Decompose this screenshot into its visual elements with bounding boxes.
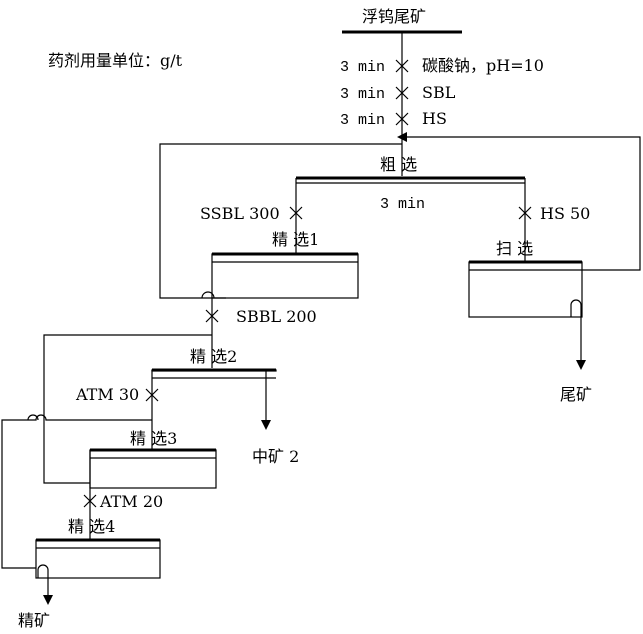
reagent-cross-3 — [395, 112, 409, 126]
scavenger-reagent-cross — [518, 206, 532, 220]
concentrate-label: 精矿 — [18, 611, 50, 630]
rougher-time: 3 min — [380, 196, 425, 213]
reagent-cross-1 — [395, 59, 409, 73]
cleaner1-reagent-cross — [289, 206, 303, 220]
feed-time-2: 3 min — [340, 86, 385, 103]
crossover-hump-2 — [27, 414, 39, 421]
scavenger-label: 扫 选 — [496, 239, 533, 258]
cleaner3-reagent-cross — [145, 388, 159, 402]
cleaner2-reagent: SBBL 200 — [236, 307, 317, 326]
cleaner4-recycle-line — [1, 414, 152, 569]
cleaner2-reagent-cross — [205, 309, 219, 323]
feed-time-1: 3 min — [340, 59, 385, 76]
flowsheet-title: 浮钨尾矿 — [362, 7, 426, 26]
concentrate-line — [37, 564, 53, 605]
cleaner2-label: 精 选2 — [190, 347, 237, 366]
dosage-unit-note: 药剂用量单位：g/t — [48, 51, 183, 70]
cleaner1-reagent: SSBL 300 — [200, 204, 280, 223]
cleaner4-label: 精 选4 — [68, 517, 115, 536]
scavenger-reagent: HS 50 — [540, 204, 590, 223]
middling2-label: 中矿 2 — [252, 447, 299, 466]
reagent-cross-2 — [395, 86, 409, 100]
cleaner1-recycle-line — [159, 143, 402, 299]
cleaner4-reagent-cross — [83, 494, 97, 508]
cleaner1-label: 精 选1 — [272, 230, 319, 249]
cleaner3-cell — [89, 449, 217, 489]
feed-reagent-3: HS — [422, 109, 447, 128]
cleaner3-recycle-line — [43, 334, 212, 484]
feed-reagent-1: 碳酸钠，pH=10 — [422, 56, 544, 75]
feed-reagent-2: SBL — [422, 83, 456, 102]
scavenger-recycle-line — [397, 132, 641, 271]
cleaner3-reagent: ATM 30 — [75, 385, 139, 404]
crossover-hump-1 — [201, 291, 215, 299]
cleaner4-reagent: ATM 20 — [99, 492, 163, 511]
tailings-label: 尾矿 — [560, 385, 592, 404]
feed-time-3: 3 min — [340, 112, 385, 129]
tailings-line — [570, 299, 586, 370]
cleaner3-label: 精 选3 — [130, 429, 177, 448]
rougher-label: 粗 选 — [380, 155, 417, 174]
cleaner1-cell — [211, 253, 359, 299]
cleaner4-cell — [35, 539, 161, 579]
